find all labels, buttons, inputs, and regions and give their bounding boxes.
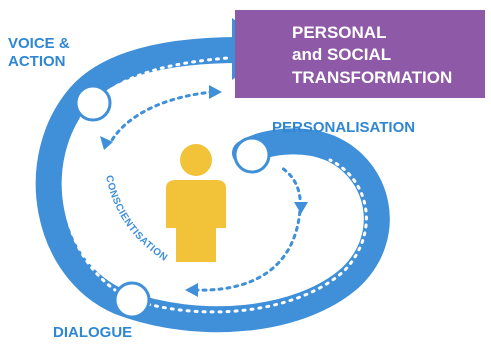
outcome-line-3: TRANSFORMATION	[292, 68, 452, 87]
outer-dotted-path	[108, 56, 230, 92]
label-voice-line-2: ACTION	[8, 53, 66, 70]
outer-dotted-path-left	[62, 108, 117, 292]
label-dialogue: DIALOGUE	[53, 324, 132, 341]
outer-dotted-path-bottom	[138, 158, 368, 314]
inner-arrow-left	[100, 136, 113, 150]
inner-dotted-upper	[110, 90, 215, 142]
label-conscientisation-path: CONSCIENTISATION	[103, 174, 169, 263]
inner-arrow-right	[294, 202, 308, 214]
inner-dotted-lower	[193, 166, 302, 292]
label-personalisation: PERSONALISATION	[272, 119, 415, 136]
outcome-line-2: and SOCIAL	[292, 45, 391, 64]
node-voice-action	[74, 84, 112, 122]
label-conscientisation: CONSCIENTISATION	[103, 174, 169, 263]
inner-arrow-upper	[209, 85, 222, 99]
node-dialogue	[113, 281, 151, 319]
inner-arrow-bottom	[185, 283, 198, 297]
person-icon	[166, 144, 226, 262]
label-voice-line-1: VOICE &	[8, 35, 70, 52]
outcome-box	[235, 10, 485, 98]
node-personalisation	[233, 136, 271, 174]
outcome-line-1: PERSONAL	[292, 23, 386, 42]
